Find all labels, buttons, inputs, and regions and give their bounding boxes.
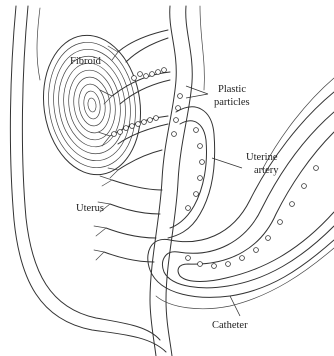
uterine-artery bbox=[168, 107, 215, 238]
label-plastic-line1: Plastic bbox=[218, 84, 246, 95]
label-uterus: Uterus bbox=[76, 203, 104, 214]
label-catheter: Catheter bbox=[212, 320, 248, 331]
uterine-wall-branches bbox=[94, 176, 162, 262]
catheter bbox=[148, 78, 334, 309]
fibroid-feeder-branches bbox=[98, 30, 170, 178]
label-uterine-line2: artery bbox=[254, 165, 279, 176]
vessel-trunk bbox=[150, 6, 204, 356]
label-fibroid: Fibroid bbox=[70, 56, 102, 67]
label-uterine-line1: Uterine bbox=[246, 152, 278, 163]
fibroid bbox=[35, 29, 150, 181]
label-plastic-line2: particles bbox=[214, 97, 250, 108]
